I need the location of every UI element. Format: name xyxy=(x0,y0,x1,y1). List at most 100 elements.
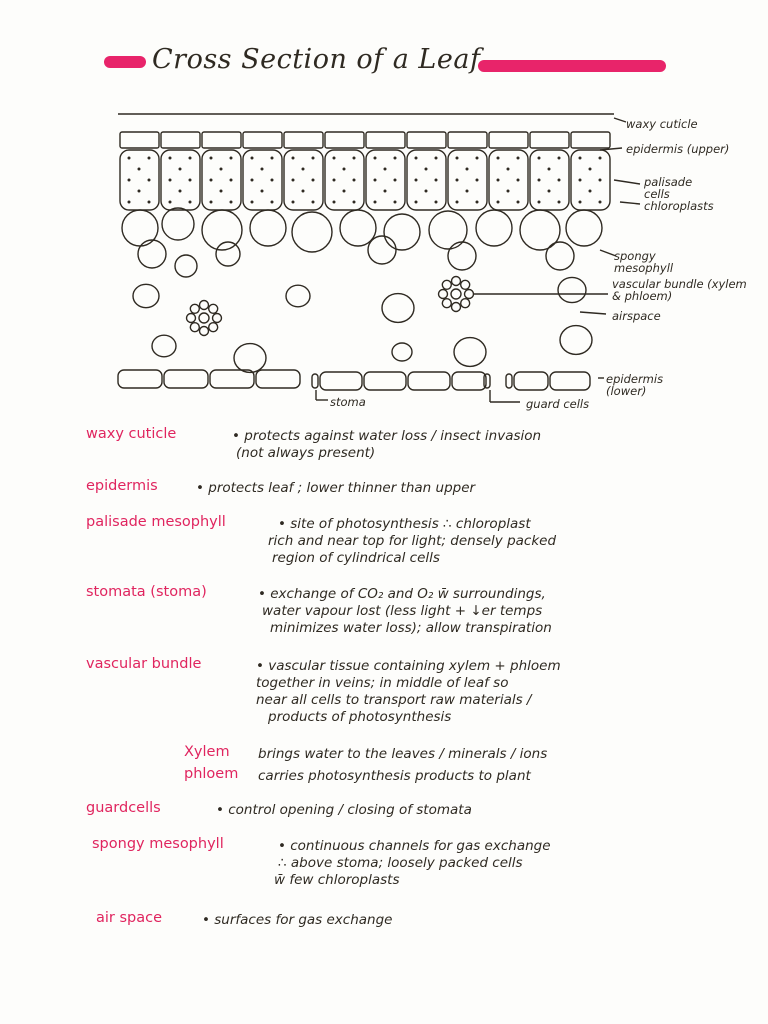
label-palisade-cells-text: palisade cells xyxy=(644,175,693,201)
label-chloroplasts: chloroplasts xyxy=(644,200,714,212)
note-line: • protects leaf ; lower thinner than upp… xyxy=(196,480,476,496)
lower-epidermis-cell xyxy=(451,371,487,391)
spongy-cell xyxy=(557,276,587,304)
palisade-cell xyxy=(324,149,365,211)
spongy-cell xyxy=(291,211,333,253)
chloroplast-dot xyxy=(516,156,520,160)
spongy-cell xyxy=(132,283,160,309)
chloroplast-dot xyxy=(127,156,131,160)
note-desc: • vascular tissue containing xylem + phl… xyxy=(256,658,561,726)
chloroplast-dot xyxy=(147,178,151,182)
spongy-cell xyxy=(339,209,377,247)
chloroplast-dot xyxy=(352,178,356,182)
spongy-cell xyxy=(565,209,603,247)
chloroplast-dot xyxy=(168,156,172,160)
note-line: water vapour lost (less light + ↓er temp… xyxy=(262,603,543,619)
palisade-cell xyxy=(119,149,160,211)
chloroplast-dot xyxy=(209,200,213,204)
chloroplast-dot xyxy=(537,200,541,204)
chloroplast-dot xyxy=(260,189,264,193)
chloroplast-dot xyxy=(455,178,459,182)
note-line: rich and near top for light; densely pac… xyxy=(268,533,557,549)
chloroplast-dot xyxy=(332,156,336,160)
lower-epidermis-cell xyxy=(363,371,407,391)
chloroplast-dot xyxy=(475,156,479,160)
note-line: region of cylindrical cells xyxy=(272,550,440,566)
chloroplast-dot xyxy=(557,156,561,160)
guard-cell xyxy=(483,373,491,389)
note-term: epidermis xyxy=(86,478,158,494)
chloroplast-dot xyxy=(291,156,295,160)
chloroplast-dot xyxy=(506,167,510,171)
chloroplast-dot xyxy=(178,189,182,193)
note-desc: • protects leaf ; lower thinner than upp… xyxy=(196,480,475,497)
chloroplast-dot xyxy=(229,200,233,204)
chloroplast-dot xyxy=(424,189,428,193)
epidermis-cell xyxy=(406,131,447,149)
chloroplast-dot xyxy=(352,156,356,160)
label-waxy-cuticle-text: waxy cuticle xyxy=(626,117,698,131)
chloroplast-dot xyxy=(414,156,418,160)
chloroplast-dot xyxy=(373,200,377,204)
vascular-bundle-right-cell xyxy=(450,301,462,313)
vascular-bundle-right-cell xyxy=(450,275,462,287)
pointer-line xyxy=(599,249,617,257)
epidermis-cell xyxy=(529,131,570,149)
note-line: • vascular tissue containing xylem + phl… xyxy=(256,658,561,674)
chloroplast-dot xyxy=(168,178,172,182)
vascular-bundle-right-cell xyxy=(441,297,453,309)
chloroplast-dot xyxy=(147,156,151,160)
chloroplast-dot xyxy=(383,167,387,171)
label-waxy-cuticle: waxy cuticle xyxy=(626,118,736,130)
chloroplast-dot xyxy=(383,189,387,193)
vascular-bundle-left-cell xyxy=(198,325,210,337)
chloroplast-dot xyxy=(414,178,418,182)
spongy-cell xyxy=(381,292,415,324)
lower-epidermis-cell xyxy=(209,369,255,389)
chloroplast-dot xyxy=(434,200,438,204)
label-vascular-bundle: vascular bundle (xylem & phloem) xyxy=(612,278,752,302)
chloroplast-dot xyxy=(188,156,192,160)
chloroplast-dot xyxy=(537,156,541,160)
epidermis-cell xyxy=(488,131,529,149)
label-palisade-cells: palisade cells xyxy=(644,176,714,200)
spongy-cell xyxy=(559,324,593,356)
label-epidermis-lower-text: epidermis (lower) xyxy=(606,372,664,398)
epidermis-cell xyxy=(324,131,365,149)
chloroplast-dot xyxy=(496,156,500,160)
chloroplast-dot xyxy=(352,200,356,204)
chloroplast-dot xyxy=(311,200,315,204)
note-line: • exchange of CO₂ and O₂ w̄ surroundings… xyxy=(258,586,546,602)
chloroplast-dot xyxy=(547,189,551,193)
label-stoma: stoma xyxy=(330,396,366,408)
vascular-bundle-right-cell xyxy=(459,279,471,291)
palisade-cell xyxy=(242,149,283,211)
chloroplast-dot xyxy=(373,156,377,160)
vascular-bundle-right-cell xyxy=(459,297,471,309)
pointer-line xyxy=(599,147,623,151)
chloroplast-dot xyxy=(311,156,315,160)
lower-epidermis-cell xyxy=(163,369,209,389)
chloroplast-dot xyxy=(496,200,500,204)
label-epidermis-lower: epidermis (lower) xyxy=(606,373,706,397)
chloroplast-dot xyxy=(229,156,233,160)
epidermis-cell xyxy=(570,131,611,149)
chloroplast-dot xyxy=(291,178,295,182)
spongy-cell xyxy=(453,336,487,368)
vascular-bundle-left-cell xyxy=(189,321,201,333)
chloroplast-dot xyxy=(393,178,397,182)
label-epidermis-upper-text: epidermis (upper) xyxy=(626,142,730,156)
note-term: guardcells xyxy=(86,800,161,816)
chloroplast-dot xyxy=(537,178,541,182)
label-guard-cells: guard cells xyxy=(526,398,589,410)
spongy-cell xyxy=(519,209,561,251)
note-line: • protects against water loss / insect i… xyxy=(232,428,542,444)
spongy-cell xyxy=(201,209,243,251)
chloroplast-dot xyxy=(506,189,510,193)
title-highlight-left xyxy=(104,56,146,68)
label-epidermis-upper: epidermis (upper) xyxy=(626,143,736,155)
chloroplast-dot xyxy=(137,189,141,193)
chloroplast-dot xyxy=(598,200,602,204)
epidermis-cell xyxy=(283,131,324,149)
